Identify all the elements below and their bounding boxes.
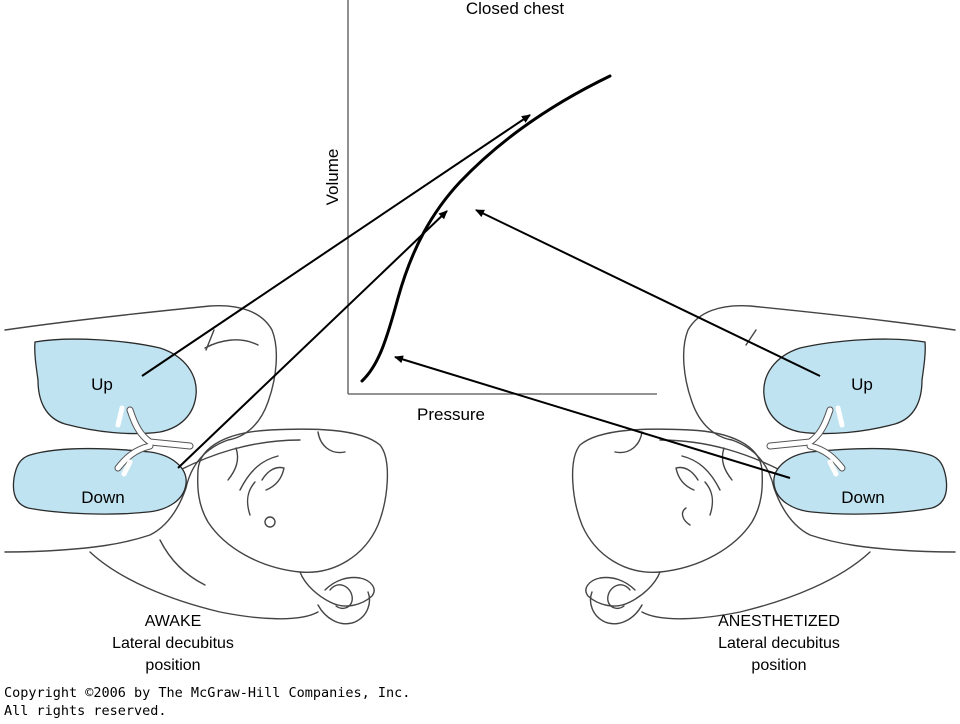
awake-down-arrow <box>177 210 448 469</box>
anesthetized-patient-figure: Up Down <box>571 305 956 625</box>
anesthetized-up-label: Up <box>851 375 873 394</box>
awake-caption: AWAKE Lateral decubitus position <box>112 613 234 674</box>
copyright-notice: Copyright ©2006 by The McGraw-Hill Compa… <box>4 685 410 719</box>
anesthetized-down-lung <box>773 447 948 515</box>
awake-up-lung <box>34 338 197 435</box>
anesthetized-caption-line1: ANESTHETIZED <box>718 613 840 630</box>
anesthetized-up-lung <box>763 338 926 435</box>
anesthetized-caption: ANESTHETIZED Lateral decubitus position <box>718 613 840 674</box>
compliance-curve <box>360 74 612 383</box>
anesthetized-down-label: Down <box>841 488 884 507</box>
anesthetized-up-arrow <box>475 209 821 377</box>
graph-title: Closed chest <box>466 0 565 18</box>
x-axis-label: Pressure <box>417 405 485 424</box>
awake-down-label: Down <box>81 488 124 507</box>
y-axis-label: Volume <box>323 149 342 206</box>
anesthetized-caption-line3: position <box>751 657 806 674</box>
awake-caption-line1: AWAKE <box>145 613 202 630</box>
copyright-line1: Copyright ©2006 by The McGraw-Hill Compa… <box>4 685 410 701</box>
arrows <box>141 114 821 479</box>
awake-up-label: Up <box>91 375 113 394</box>
pressure-volume-graph: Closed chest Pressure Volume <box>323 0 657 424</box>
anesthetized-caption-line2: Lateral decubitus <box>718 635 840 652</box>
anesthetized-down-arrow <box>394 355 791 479</box>
copyright-line2: All rights reserved. <box>4 703 167 719</box>
awake-down-lung <box>12 447 187 515</box>
awake-caption-line3: position <box>145 657 200 674</box>
awake-patient-figure: Up Down <box>4 305 389 625</box>
awake-up-arrow <box>141 114 531 377</box>
awake-caption-line2: Lateral decubitus <box>112 635 234 652</box>
